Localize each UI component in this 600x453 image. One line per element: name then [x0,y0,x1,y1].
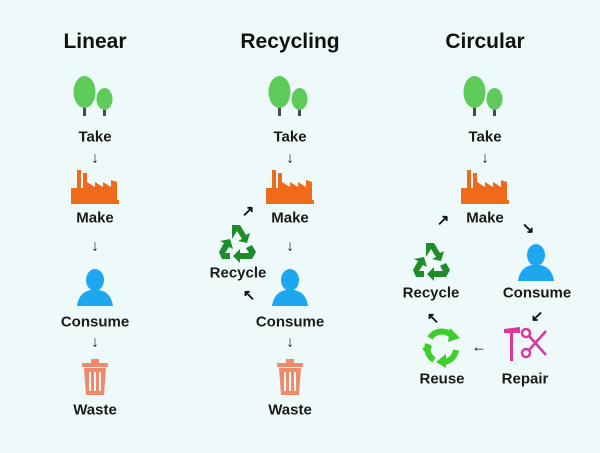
step-take: Take [468,128,502,146]
arrow-left-icon: ← [471,338,487,356]
step-waste: Waste [73,401,117,419]
step-recycle: Recycle [209,264,267,282]
column-title-recycling: Recycling [240,30,340,53]
person-icon [272,269,308,306]
trash-icon [82,359,108,395]
column-title-circular: Circular [445,30,525,53]
person-icon [77,269,113,306]
step-repair: Repair [501,370,549,388]
arrow-up-right-icon: ↗ [436,212,450,229]
arrow-down-icon: ↓ [91,149,99,167]
trash-icon [277,359,303,395]
step-waste: Waste [268,401,312,419]
step-consume: Consume [60,313,130,331]
arrow-down-icon: ↓ [91,237,99,255]
trees-icon [463,76,503,116]
arrow-down-left-icon: ↙ [530,308,544,325]
step-take: Take [78,128,112,146]
arrow-down-icon: ↓ [481,149,489,167]
arrow-down-icon: ↓ [286,149,294,167]
person-icon [518,244,554,281]
arrow-up-right-icon: ↗ [241,203,255,220]
arrow-down-icon: ↓ [286,333,294,351]
recycle-icon [219,225,256,263]
arrow-down-right-icon: ↘ [521,220,535,237]
step-consume: Consume [502,284,572,302]
step-make: Make [76,209,114,227]
arrow-down-icon: ↓ [91,333,99,351]
trees-icon [73,76,113,116]
trees-icon [268,76,308,116]
column-title-linear: Linear [63,30,127,53]
arrow-up-left-icon: ↖ [242,287,256,304]
arrow-down-icon: ↓ [286,237,294,255]
factory-icon [266,170,314,204]
step-recycle: Recycle [402,284,460,302]
repair-tools-icon [504,325,548,363]
step-reuse: Reuse [419,370,465,388]
recycle-icon [413,243,450,281]
step-take: Take [273,128,307,146]
reuse-icon [422,326,462,368]
arrow-up-left-icon: ↖ [426,310,440,327]
step-make: Make [271,209,309,227]
factory-icon [461,170,509,204]
step-consume: Consume [255,313,325,331]
step-make: Make [466,209,504,227]
factory-icon [71,170,119,204]
